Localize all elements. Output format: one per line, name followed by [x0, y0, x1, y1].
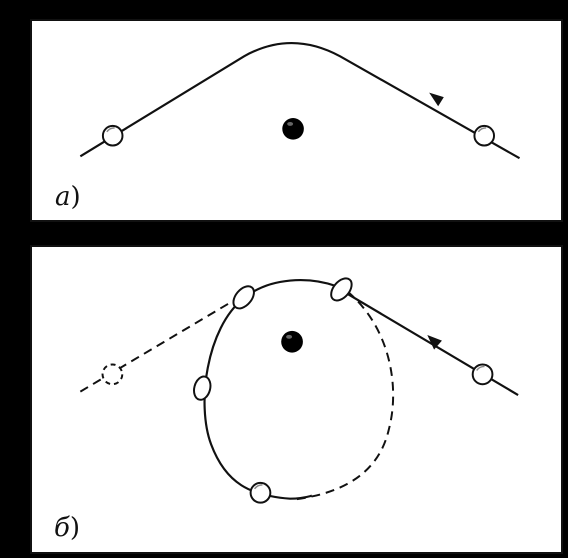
body-position-incoming — [473, 124, 496, 147]
body-position-outgoing — [101, 124, 124, 147]
central-mass — [281, 330, 303, 353]
panel-b-drawing — [77, 277, 519, 504]
escape-trajectory-dashed — [77, 295, 242, 394]
direction-arrow-icon — [429, 92, 444, 107]
hyperbolic-trajectory — [79, 42, 521, 160]
body-position-bottom — [249, 481, 272, 504]
direction-arrow-icon — [427, 334, 442, 350]
body-deformed-left — [193, 375, 212, 401]
panel-b: б) — [30, 245, 563, 554]
body-position-incoming — [471, 363, 494, 386]
body-ghost-escape — [101, 363, 124, 386]
panel-a-drawing — [79, 42, 521, 160]
panel-label-b: б) — [54, 513, 81, 543]
panel-a: а) — [30, 19, 563, 222]
central-mass — [282, 118, 304, 140]
body-deformed-entry — [330, 277, 353, 302]
capture-orbit-dashed — [291, 290, 395, 501]
body-deformed-top — [232, 285, 255, 310]
panel-label-a: а) — [55, 182, 81, 212]
capture-orbit-solid — [203, 279, 338, 500]
